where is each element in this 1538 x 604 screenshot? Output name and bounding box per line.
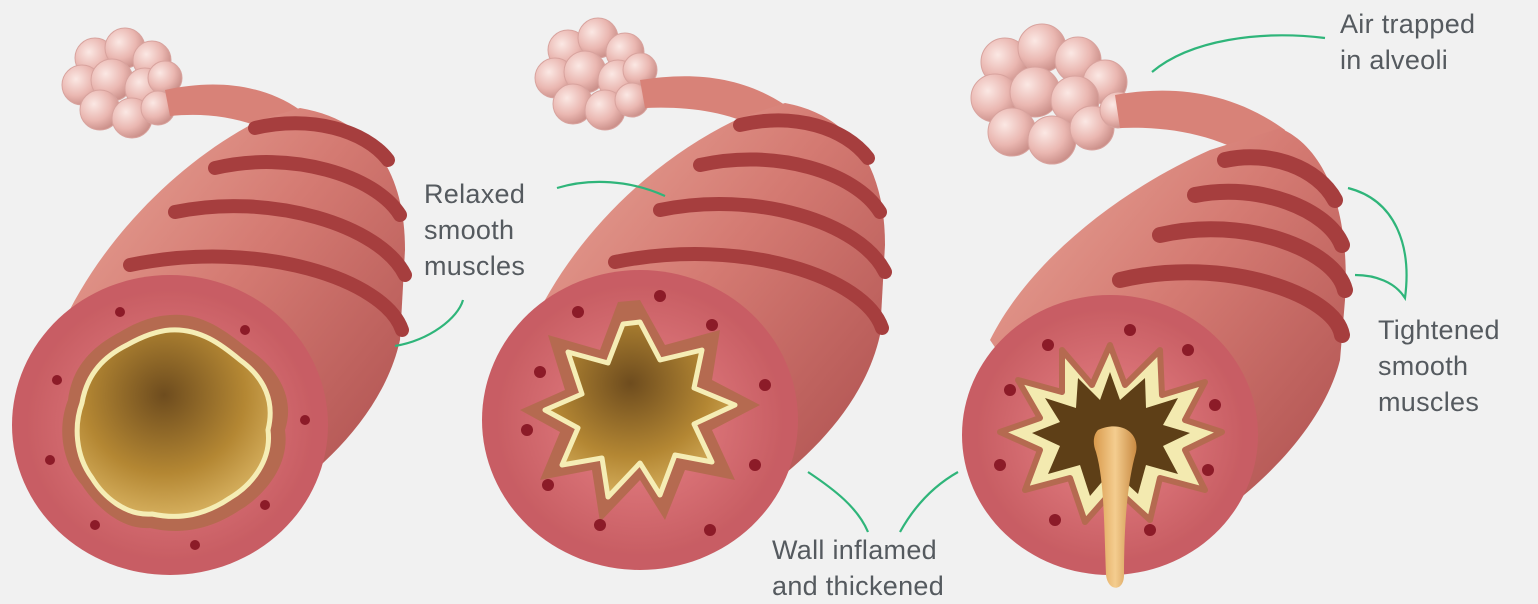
label-wall-inflamed: Wall inflamed and thickened [772, 532, 944, 604]
leader-line-alveoli [1152, 35, 1325, 72]
label-line: Relaxed [424, 176, 525, 212]
leader-line-inflamed-left [808, 472, 868, 532]
airway-constricted [962, 24, 1346, 588]
alveoli-cluster [971, 24, 1136, 164]
alveoli-cluster [62, 28, 182, 138]
airway-normal [12, 28, 405, 575]
label-relaxed-smooth-muscles: Relaxed smooth muscles [424, 176, 525, 284]
label-line: Wall inflamed [772, 532, 944, 568]
label-line: smooth [424, 212, 525, 248]
airway-lumen [77, 330, 270, 517]
airway-inflamed [482, 18, 885, 570]
label-line: smooth [1378, 348, 1500, 384]
label-line: muscles [424, 248, 525, 284]
leader-line-tightened [1348, 188, 1407, 298]
label-line: Tightened [1378, 312, 1500, 348]
leader-line-inflamed-right [900, 472, 958, 532]
alveoli-cluster [535, 18, 657, 130]
label-line: Air trapped [1340, 6, 1475, 42]
label-line: muscles [1378, 384, 1500, 420]
label-line: in alveoli [1340, 42, 1475, 78]
label-tightened-smooth-muscles: Tightened smooth muscles [1378, 312, 1500, 420]
label-air-trapped: Air trapped in alveoli [1340, 6, 1475, 78]
label-line: and thickened [772, 568, 944, 604]
